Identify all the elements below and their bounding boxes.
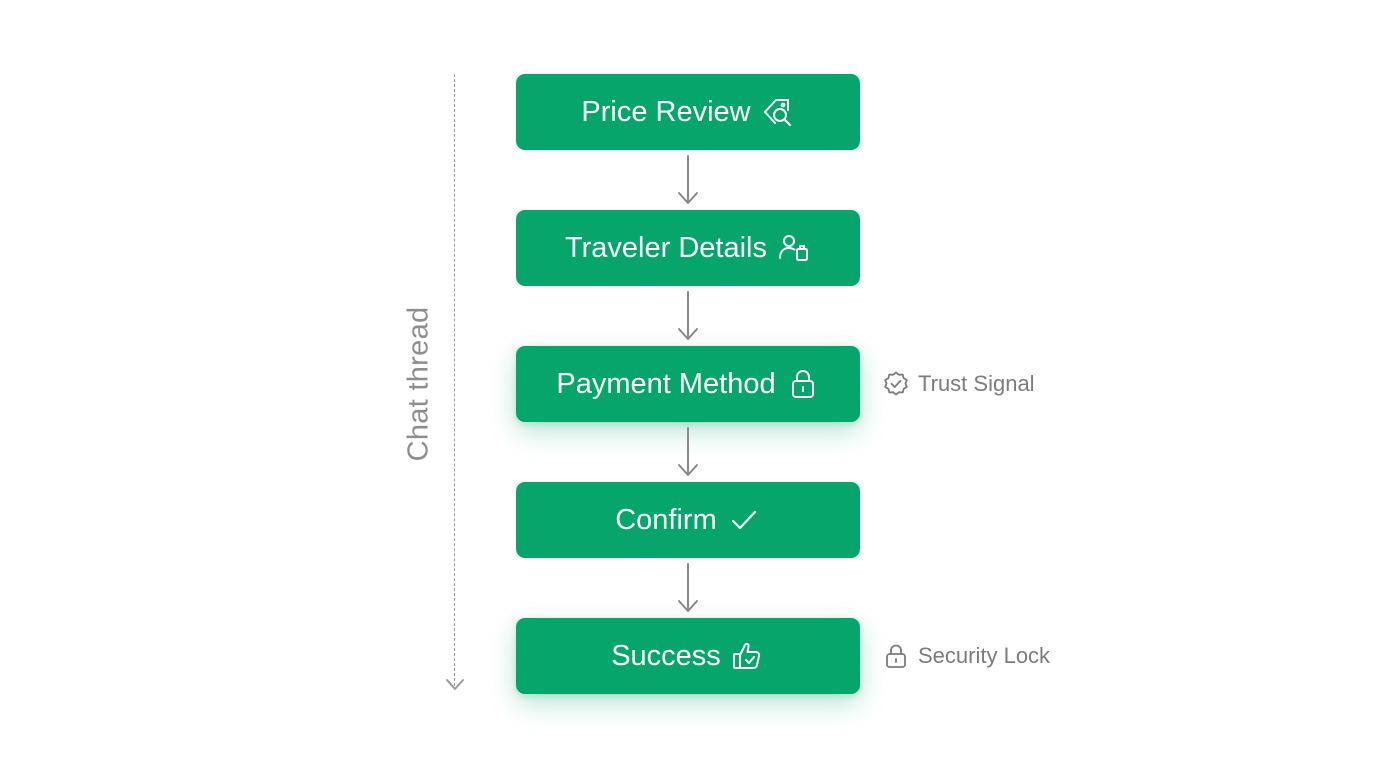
thumbs-up-check-icon	[731, 639, 765, 673]
step-label: Price Review	[581, 95, 751, 128]
user-luggage-icon	[777, 231, 811, 265]
chat-thread-line	[454, 74, 455, 686]
lock-icon	[882, 642, 910, 670]
step-label: Success	[611, 639, 721, 672]
badge-check-icon	[882, 370, 910, 398]
step-payment-method[interactable]: Payment Method	[516, 346, 860, 422]
chat-thread-label: Chat thread	[402, 306, 435, 462]
step-traveler-details[interactable]: Traveler Details	[516, 210, 860, 286]
checkmark-icon	[727, 503, 761, 537]
step-price-review[interactable]: Price Review	[516, 74, 860, 150]
chat-thread-arrow-icon	[446, 679, 464, 690]
connector-arrow-3	[678, 427, 698, 476]
step-confirm[interactable]: Confirm	[516, 482, 860, 558]
connector-arrow-4	[678, 563, 698, 612]
step-label: Traveler Details	[565, 231, 767, 264]
annotation-security-lock: Security Lock	[882, 642, 1050, 670]
annotation-label: Trust Signal	[918, 371, 1035, 396]
step-label: Payment Method	[556, 367, 776, 400]
annotation-trust-signal: Trust Signal	[882, 370, 1035, 398]
lock-icon	[786, 367, 820, 401]
step-success[interactable]: Success	[516, 618, 860, 694]
annotation-label: Security Lock	[918, 643, 1051, 668]
price-tag-search-icon	[761, 95, 795, 129]
connector-arrow-2	[678, 291, 698, 340]
connector-arrow-1	[678, 155, 698, 204]
step-label: Confirm	[615, 503, 717, 536]
